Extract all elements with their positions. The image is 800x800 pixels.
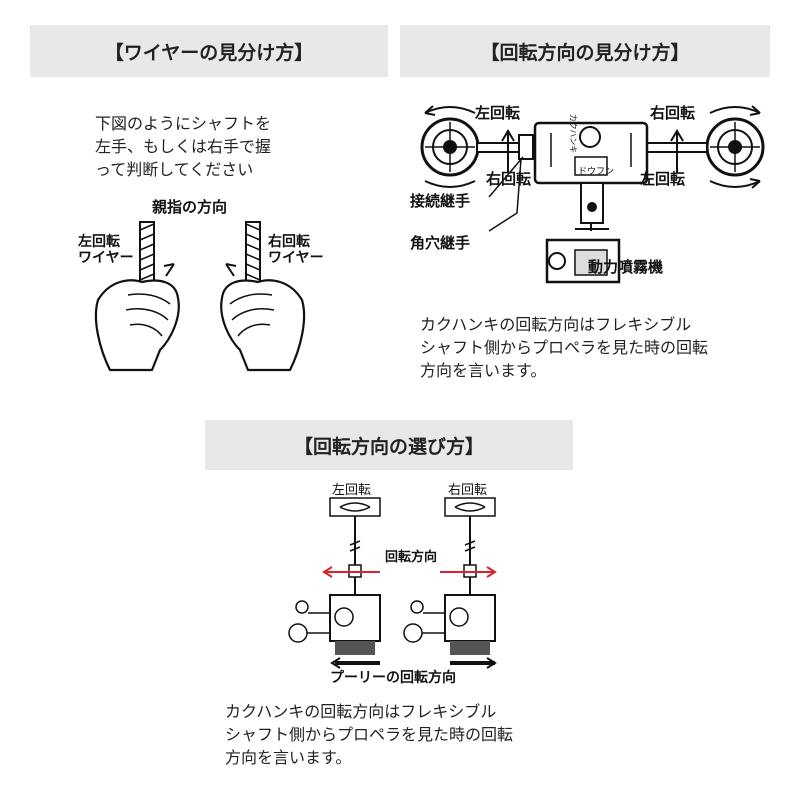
- rotation-right-bottom: 右回転: [486, 170, 532, 188]
- left-agitator-unit: [288, 497, 381, 669]
- pulley-direction-label: プーリーの回転方向: [330, 670, 456, 686]
- rotation-left-bottom: 左回転: [640, 170, 686, 188]
- square-joint-label: 角穴継手: [410, 234, 471, 252]
- select-right-rotation: 右回転: [448, 483, 488, 498]
- left-hand: [94, 279, 180, 372]
- right-propeller: [705, 117, 765, 177]
- wire-section-header: 【ワイヤーの見分け方】: [30, 25, 388, 77]
- hands-illustration: [94, 221, 306, 372]
- rotation-section-header: 【回転方向の見分け方】: [400, 25, 770, 77]
- right-agitator-unit: [403, 497, 497, 669]
- rotation-left-top: 左回転: [475, 104, 521, 122]
- joint-label: 接続継手: [410, 192, 471, 210]
- wire-instruction: 下図のようにシャフトを 左手、もしくは右手で握 って判断してください: [95, 114, 272, 179]
- power-sprayer: [545, 238, 621, 284]
- right-hand: [220, 279, 306, 372]
- rotation-note: カクハンキの回転方向はフレキシブル シャフト側からプロペラを見た時の回転 方向を…: [420, 315, 709, 380]
- right-rotation-arrow: [225, 263, 237, 277]
- agitator-diagram: [420, 105, 765, 284]
- left-wire-label-2: ワイヤー: [78, 250, 134, 266]
- down-label: ドウフン: [578, 167, 615, 177]
- select-note: カクハンキの回転方向はフレキシブル シャフト側からプロペラを見た時の回転 方向を…: [225, 702, 514, 767]
- right-wire-label-1: 右回転: [268, 234, 310, 250]
- left-wire-label-1: 左回転: [78, 234, 120, 250]
- left-propeller: [420, 117, 480, 177]
- select-left-rotation: 左回転: [332, 483, 372, 498]
- thumb-direction-label: 親指の方向: [152, 198, 228, 216]
- selection-diagram: [288, 497, 497, 669]
- left-rotation-arrow: [163, 263, 175, 277]
- rotation-direction-label: 回転方向: [385, 550, 438, 565]
- right-wire-label-2: ワイヤー: [268, 250, 324, 266]
- select-section-header: 【回転方向の選び方】: [205, 420, 573, 470]
- kakuhanki-label: カクハンキ: [568, 113, 578, 154]
- rotation-right-top: 右回転: [650, 104, 696, 122]
- sprayer-label: 動力噴霧機: [588, 258, 664, 276]
